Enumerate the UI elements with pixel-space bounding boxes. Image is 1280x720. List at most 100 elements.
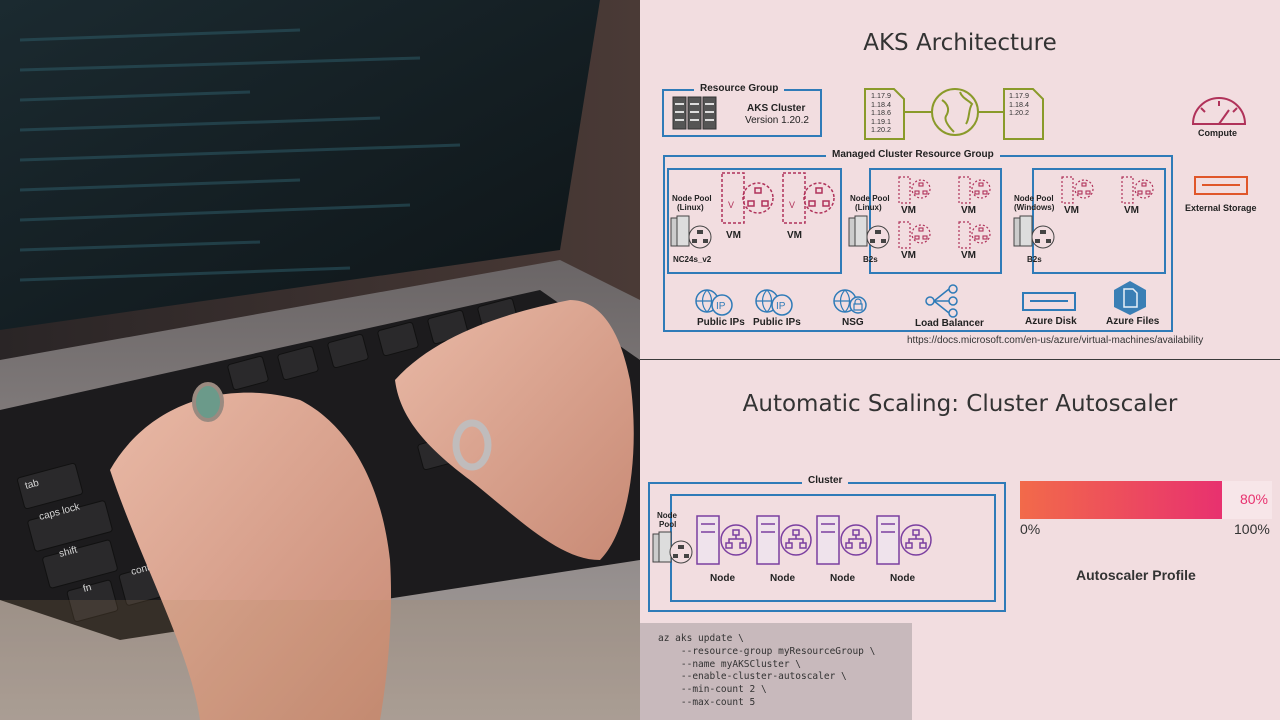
node-pool-os-label: (Linux)	[677, 203, 704, 212]
vm-label: VM	[787, 230, 802, 241]
node-pool-icon	[1013, 215, 1055, 249]
slide-title: AKS Architecture	[863, 30, 1057, 56]
vm-icon	[1061, 176, 1094, 204]
svg-text:shift: shift	[58, 544, 79, 559]
vm-icon	[958, 176, 991, 204]
laptop-illustration: tab caps lock shift fn control	[0, 0, 640, 720]
node-icon	[756, 515, 812, 565]
version-item: 1.18.4	[871, 99, 891, 109]
vm-sku-label: B2s	[1027, 255, 1042, 264]
external-storage-label: External Storage	[1185, 203, 1257, 213]
node-pool-os-label: (Linux)	[855, 203, 882, 212]
version-item: 1.18.4	[1009, 99, 1029, 109]
aks-cluster-label: AKS Cluster	[747, 103, 806, 114]
code-line: --resource-group myResourceGroup \	[658, 645, 876, 657]
slide-title: Automatic Scaling: Cluster Autoscaler	[742, 391, 1178, 417]
public-ip-icon: IP	[755, 289, 793, 316]
progress-value-text: 80%	[1239, 491, 1268, 507]
version-item: 1.20.2	[1009, 108, 1029, 118]
vm-icon	[898, 221, 931, 249]
external-storage-icon	[1194, 176, 1248, 195]
vm-sku-label: B2s	[863, 255, 878, 264]
node-pool-label: Node Pool	[1014, 194, 1054, 203]
nsg-label: NSG	[842, 317, 864, 328]
vm-icon	[898, 176, 931, 204]
svg-text:fn: fn	[82, 582, 93, 595]
code-line: --min-count 2 \	[658, 684, 767, 696]
node-icon	[816, 515, 872, 565]
server-rack-icon	[672, 96, 717, 130]
load-balancer-icon	[925, 284, 958, 318]
svg-text:V: V	[789, 200, 795, 210]
node-pool-icon	[670, 215, 712, 249]
vm-icon: V	[721, 172, 774, 224]
azure-files-label: Azure Files	[1106, 316, 1160, 327]
public-ip-icon: IP	[695, 289, 733, 316]
vm-label: VM	[961, 250, 976, 261]
node-pool-linux-gpu-box	[667, 168, 842, 274]
code-snippet: az aks update \ --resource-group myResou…	[640, 623, 912, 720]
vm-label: VM	[1124, 205, 1139, 216]
vm-label: VM	[726, 230, 741, 241]
cluster-label: Cluster	[802, 475, 849, 486]
node-icon	[696, 515, 752, 565]
aks-cluster-version: Version 1.20.2	[745, 115, 809, 126]
vm-icon	[958, 221, 991, 249]
autoscaler-profile-label: Autoscaler Profile	[1076, 567, 1196, 583]
compute-gauge-icon	[1191, 97, 1247, 125]
public-ips-label: Public IPs	[697, 317, 745, 328]
azure-files-icon	[1114, 281, 1146, 315]
azure-disk-icon	[1022, 292, 1076, 311]
svg-text:tab: tab	[24, 478, 41, 492]
node-icon	[876, 515, 932, 565]
node-pool-os-label: (Windows)	[1014, 203, 1055, 212]
vm-label: VM	[901, 205, 916, 216]
version-item: 1.17.9	[1009, 91, 1029, 100]
vm-label: VM	[961, 205, 976, 216]
vm-icon: V	[782, 172, 835, 224]
node-label: Node	[830, 573, 855, 584]
document-icon	[864, 88, 905, 140]
resource-group-label: Resource Group	[694, 83, 785, 94]
version-item: 1.18.6	[871, 108, 891, 118]
version-item: 1.19.1	[871, 116, 891, 126]
ip-text: IP	[776, 301, 786, 312]
node-pool-label: Node	[657, 511, 677, 520]
node-pool-label: Node Pool	[672, 194, 712, 203]
autoscaler-progress-fill	[1020, 481, 1222, 519]
node-pool-windows-box	[1032, 168, 1166, 274]
code-line: --name myAKSCluster \	[658, 658, 801, 670]
node-pool-icon	[848, 215, 890, 249]
document-icon	[1003, 88, 1044, 140]
photo-laptop-typing: tab caps lock shift fn control	[0, 0, 640, 720]
code-line: --enable-cluster-autoscaler \	[658, 671, 847, 683]
vm-label: VM	[1064, 205, 1079, 216]
version-upgrade-diagram	[864, 88, 1044, 140]
source-url[interactable]: https://docs.microsoft.com/en-us/azure/v…	[907, 335, 1204, 346]
node-label: Node	[770, 573, 795, 584]
turquoise-ring	[192, 382, 224, 422]
progress-max-label: 100%	[1234, 521, 1270, 537]
node-pool-label-line2: Pool	[659, 520, 677, 529]
compute-label: Compute	[1198, 128, 1237, 138]
version-item: 1.17.9	[871, 91, 891, 100]
node-pool-label: Node Pool	[850, 194, 890, 203]
progress-min-label: 0%	[1020, 521, 1041, 537]
node-label: Node	[890, 573, 915, 584]
vm-icon	[1121, 176, 1154, 204]
node-pool-icon	[652, 531, 693, 564]
nsg-shield-icon	[833, 289, 867, 314]
node-label: Node	[710, 573, 735, 584]
code-line: --max-count 5	[658, 696, 756, 708]
code-line: az aks update \	[658, 633, 744, 644]
ip-text: IP	[716, 301, 726, 312]
globe-icon	[931, 88, 979, 136]
node-pool-linux-box	[869, 168, 1002, 274]
azure-disk-label: Azure Disk	[1025, 316, 1077, 327]
svg-text:V: V	[728, 200, 734, 210]
slide-aks-architecture: AKS Architecture Resource Group AKS Clus…	[640, 0, 1280, 360]
public-ips-label: Public IPs	[753, 317, 801, 328]
vm-label: VM	[901, 250, 916, 261]
